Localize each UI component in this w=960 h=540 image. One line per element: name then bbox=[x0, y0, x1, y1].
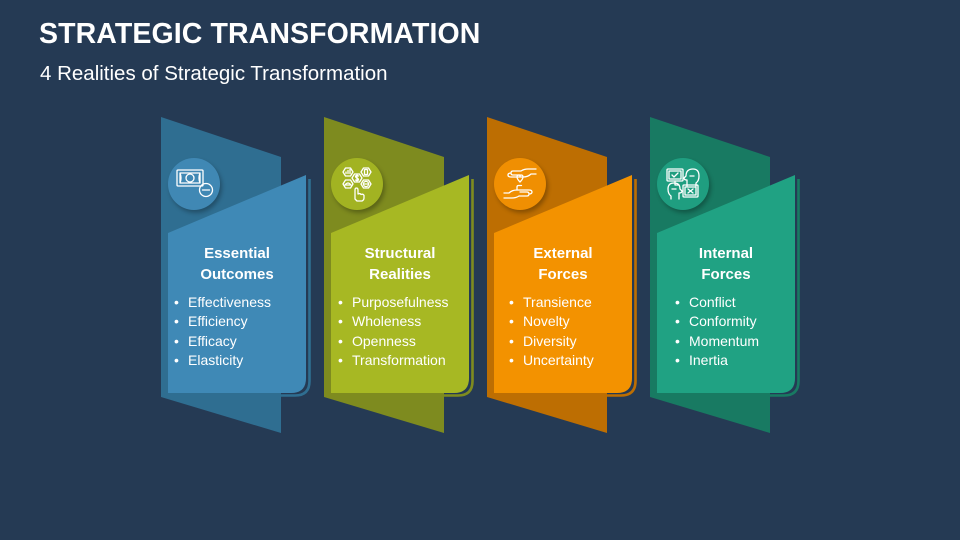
card-internal-forces: Internal Forces • Conflict • Conformity • M… bbox=[650, 0, 810, 540]
bullet-icon: • bbox=[509, 294, 514, 310]
list-item-text: Momentum bbox=[689, 332, 760, 349]
list-item-text: Conformity bbox=[689, 313, 757, 330]
bullet-icon: • bbox=[338, 332, 343, 349]
list-item: • Transience bbox=[509, 293, 632, 312]
conflict-heads-icon bbox=[666, 168, 700, 200]
list-item: • Conformity bbox=[675, 312, 795, 331]
front-panel-outline bbox=[769, 179, 800, 397]
list-item-text: Openness bbox=[352, 332, 416, 349]
money-minus-icon bbox=[176, 169, 214, 198]
card-essential-outcomes: Essential Outcomes • Effectiveness • Effic… bbox=[161, 0, 321, 540]
card-title-line: Realities bbox=[369, 266, 431, 283]
bullet-list: • Conflict • Conformity • Momentum • Inertia bbox=[657, 293, 795, 370]
icon-circle bbox=[168, 158, 220, 210]
bullet-list: • Purposefulness • Wholeness • Openness • Tr… bbox=[331, 293, 469, 370]
bullet-icon: • bbox=[675, 351, 680, 368]
list-item-text: Efficiency bbox=[188, 313, 248, 330]
list-item-text: Purposefulness bbox=[352, 294, 449, 310]
bullet-icon: • bbox=[675, 313, 680, 330]
front-panel bbox=[168, 175, 306, 393]
list-item: • Efficacy bbox=[174, 332, 306, 351]
bullet-icon: • bbox=[509, 332, 514, 349]
list-item: • Novelty bbox=[509, 312, 632, 331]
slide-subtitle: 4 Realities of Strategic Transformation bbox=[40, 62, 388, 85]
hexagon-hand-icon bbox=[342, 167, 372, 202]
bullet-icon: • bbox=[338, 351, 343, 368]
bullet-icon: • bbox=[509, 351, 514, 368]
card-title: Structural Realities bbox=[331, 243, 469, 285]
bullet-icon: • bbox=[675, 332, 680, 349]
card-external-forces: External Forces • Transience • Novelty • Di… bbox=[487, 0, 647, 540]
list-item-text: Conflict bbox=[689, 294, 736, 310]
card-title-line: Internal bbox=[698, 245, 754, 262]
icon-circle bbox=[494, 158, 546, 210]
list-item: • Momentum bbox=[675, 332, 795, 351]
list-item-text: Transformation bbox=[352, 351, 446, 368]
card-title-line: Forces bbox=[538, 266, 588, 283]
bullet-list: • Transience • Novelty • Diversity • Uncerta… bbox=[494, 293, 632, 370]
front-panel bbox=[657, 175, 795, 393]
list-item-text: Wholeness bbox=[352, 313, 422, 330]
list-item-text: Diversity bbox=[523, 332, 577, 349]
list-item-text: Elasticity bbox=[188, 351, 244, 368]
list-item: • Diversity bbox=[509, 332, 632, 351]
list-item: • Openness bbox=[338, 332, 469, 351]
card-title: Essential Outcomes bbox=[168, 243, 306, 285]
list-item-text: Efficacy bbox=[188, 332, 237, 349]
bullet-icon: • bbox=[338, 313, 343, 330]
card-title: External Forces bbox=[494, 243, 632, 285]
list-item: • Purposefulness bbox=[338, 293, 469, 312]
list-item-text: Transience bbox=[523, 294, 592, 310]
card-content: Internal Forces • Conflict • Conformity • M… bbox=[657, 243, 795, 370]
list-item: • Effectiveness bbox=[174, 293, 306, 312]
list-item: • Wholeness bbox=[338, 312, 469, 331]
icon-circle bbox=[657, 158, 709, 210]
card-content: External Forces • Transience • Novelty • Di… bbox=[494, 243, 632, 370]
card-structural-realities: Structural Realities • Purposefulness • Wh… bbox=[324, 0, 484, 540]
bullet-icon: • bbox=[509, 313, 514, 330]
card-title-line: External bbox=[533, 245, 593, 262]
list-item-text: Novelty bbox=[523, 313, 570, 330]
list-item: • Conflict bbox=[675, 293, 795, 312]
list-item: • Elasticity bbox=[174, 351, 306, 370]
card-title: Internal Forces bbox=[657, 243, 795, 285]
card-title-line: Structural bbox=[364, 245, 436, 262]
list-item-text: Uncertainty bbox=[523, 351, 594, 368]
bullet-list: • Effectiveness • Efficiency • Efficacy • El… bbox=[168, 293, 306, 370]
bullet-icon: • bbox=[174, 332, 179, 349]
bullet-icon: • bbox=[174, 351, 179, 368]
list-item: • Inertia bbox=[675, 351, 795, 370]
card-title-line: Outcomes bbox=[200, 266, 274, 283]
front-panel-outline bbox=[443, 179, 474, 397]
list-item: • Efficiency bbox=[174, 312, 306, 331]
icon-circle bbox=[331, 158, 383, 210]
card-shape bbox=[650, 117, 800, 433]
list-item: • Transformation bbox=[338, 351, 469, 370]
bullet-icon: • bbox=[675, 294, 680, 310]
card-content: Structural Realities • Purposefulness • Wh… bbox=[331, 243, 469, 370]
card-title-line: Forces bbox=[701, 266, 751, 283]
list-item-text: Effectiveness bbox=[188, 294, 272, 310]
slide-title: STRATEGIC TRANSFORMATION bbox=[39, 18, 481, 50]
bullet-icon: • bbox=[174, 294, 179, 310]
front-panel bbox=[494, 175, 632, 393]
front-panel bbox=[331, 175, 469, 393]
bullet-icon: • bbox=[174, 313, 179, 330]
front-panel-outline bbox=[606, 179, 637, 397]
list-item: • Uncertainty bbox=[509, 351, 632, 370]
bullet-icon: • bbox=[338, 294, 343, 310]
card-content: Essential Outcomes • Effectiveness • Effic… bbox=[168, 243, 306, 370]
card-title-line: Essential bbox=[204, 245, 270, 262]
list-item-text: Inertia bbox=[689, 351, 728, 368]
front-panel-outline bbox=[280, 179, 311, 397]
hands-heart-icon bbox=[503, 168, 537, 199]
